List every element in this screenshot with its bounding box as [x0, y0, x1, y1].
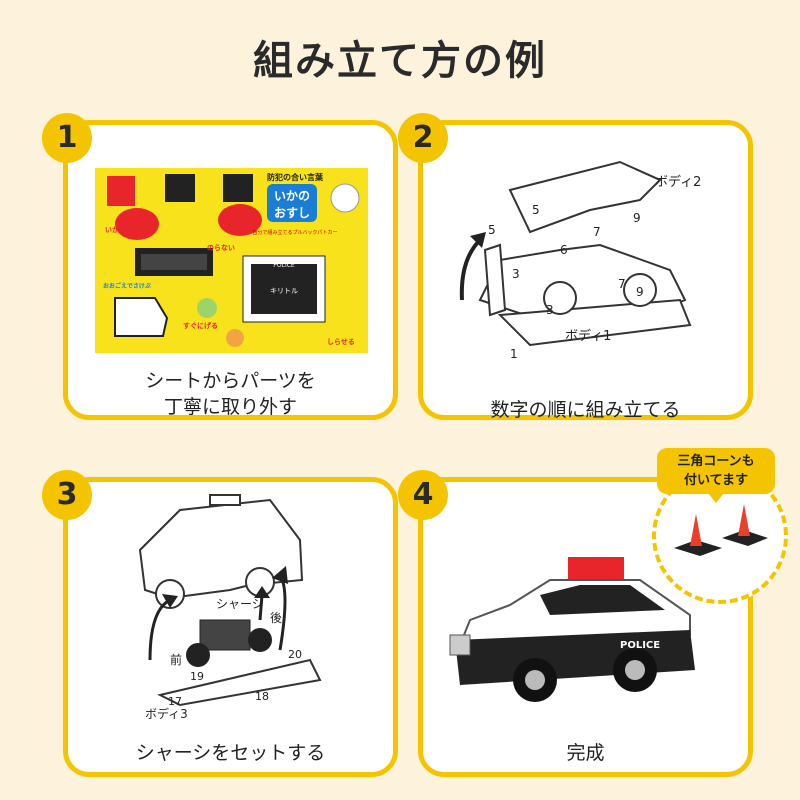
diagram2-num: 5	[488, 223, 496, 237]
traffic-cones-illustration	[674, 504, 768, 556]
step-number-badge: 2	[398, 113, 448, 163]
diagram2-num: 3	[546, 303, 554, 317]
sheet-logo-line2: おすし	[274, 206, 310, 220]
diagram2-num: 7	[618, 277, 626, 291]
diagram2-num: 6	[560, 243, 568, 257]
callout-tail	[708, 493, 724, 503]
step-1-caption-line1: シートからパーツを	[145, 370, 316, 392]
diagram2-num: 3	[512, 267, 520, 281]
completed-police-car: POLICE	[449, 557, 695, 702]
sheet-word-ikanai: いかない	[105, 225, 133, 234]
step-1-caption-line2: 丁寧に取り外す	[163, 396, 297, 418]
sheet-word-sugunigeru: すぐにげる	[183, 321, 218, 330]
step-2-caption: 数字の順に組み立てる	[490, 399, 681, 421]
callout-line2: 付いてます	[684, 473, 748, 488]
sheet-word-noranai: のらない	[207, 243, 235, 252]
step-panel-2	[418, 120, 753, 420]
diagram2-num: 1	[510, 347, 518, 360]
sheet-subtitle: 自分で組み立てるプルバックパトカー	[253, 229, 338, 236]
assembly-diagram-step2: ボディ2 ボディ1 5 5 7 9 6 3 7 9 3 1	[459, 160, 701, 360]
body2-label: ボディ2	[655, 174, 701, 190]
sheet-police-label: POLICE	[273, 262, 295, 269]
parts-sheet-illustration: POLICE キリトル 防犯の合い言葉 いかの おすし 自分で組み立てるプルバッ…	[95, 168, 368, 353]
diagram2-num: 5	[532, 203, 540, 217]
diagram3-num: 17	[168, 695, 182, 708]
assembly-diagram-step3: シャーシ 後 前 ボディ3 20 19 17 18	[138, 494, 322, 721]
page-title: 組み立て方の例	[253, 38, 547, 84]
sheet-chassis-label: キリトル	[270, 287, 298, 295]
cone-callout: 三角コーンも 付いてます	[657, 448, 775, 494]
sheet-logo-line1: いかの	[274, 189, 310, 203]
sheet-word-shiraseru: しらせる	[327, 338, 355, 346]
diagram3-num: 18	[255, 690, 269, 703]
sheet-header: 防犯の合い言葉	[267, 172, 324, 182]
diagram2-num: 7	[593, 225, 601, 239]
chassis-label: シャーシ	[216, 597, 264, 611]
diagram2-num: 9	[633, 211, 641, 225]
rear-label: 後	[270, 611, 282, 625]
diagram2-num: 9	[636, 285, 644, 299]
step-number-badge: 1	[42, 113, 92, 163]
body3-label: ボディ3	[145, 706, 188, 721]
front-label: 前	[170, 652, 182, 667]
callout-line1: 三角コーンも	[677, 454, 755, 469]
body1-label: ボディ1	[565, 328, 611, 344]
car-police-label: POLICE	[620, 640, 660, 651]
sheet-word-ogoe: おおごえでさけぶ	[103, 282, 151, 290]
diagram3-num: 19	[190, 670, 204, 683]
step-4-caption: 完成	[566, 742, 605, 764]
step-number-badge: 4	[398, 470, 448, 520]
step-number-badge: 3	[42, 470, 92, 520]
step-3-caption: シャーシをセットする	[135, 742, 326, 764]
diagram3-num: 20	[288, 648, 302, 661]
